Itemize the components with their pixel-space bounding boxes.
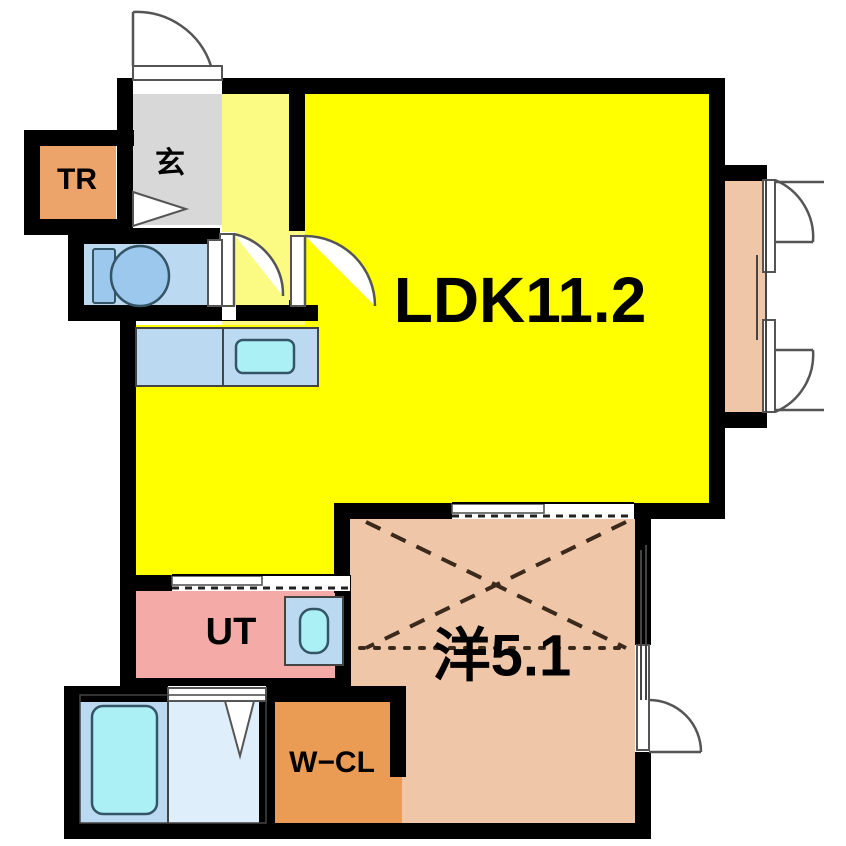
kitchen-counter [135,327,319,387]
fixtures [79,244,344,824]
toilet-fixture [92,244,171,308]
wall-genkan-left [117,78,133,230]
wall-bedroom-right-lower [635,752,651,838]
entrance-door-swing [131,10,223,81]
opening-entrance [133,78,222,94]
wall-ldk-bottom-right [635,503,725,519]
wall-tr-top [24,130,134,146]
wall-toilet-left [68,228,84,321]
ldk-bedroom-sliding-door [451,502,634,519]
room-label-ldk: LDK11.2 [394,264,647,336]
room-label-utility: UT [206,611,257,653]
wall-corridor-ldk [289,78,305,231]
wall-ldk-left [120,305,136,585]
wall-toilet-bottom [68,305,318,321]
toilet-door-swing [207,239,223,307]
genkan-step [132,190,190,228]
wall-balcony-top [709,165,767,181]
room-fill-trunk [38,145,116,220]
bedroom-window [640,545,647,700]
balcony-window-lines [756,180,767,412]
ldk-ut-sliding-door [171,574,350,591]
wall-closet-top [267,686,406,702]
wall-top-main [120,78,725,94]
wall-bottom-right [267,823,651,839]
wall-closet-right [390,702,406,777]
genkan-inner-door-swing [219,232,285,307]
balcony-door-lower-swing [762,319,824,414]
room-label-bedroom: 洋5.1 [433,623,572,688]
room-label-trunk: TR [57,163,97,196]
balcony-door-upper-swing [762,178,824,273]
wall-bedroom-left-lower [259,686,275,824]
room-label-closet: W−CL [289,746,375,779]
wall-tr-bottom [24,219,132,235]
room-label-genkan: 玄 [155,146,185,180]
wall-bath-left [64,686,80,839]
wall-bottom-left [64,823,274,839]
wall-right-balcony-inner [709,180,725,412]
kitchen-sink [234,338,296,375]
wall-right-upper [709,78,725,180]
wall-right-lower [709,412,725,517]
wall-ut-left [120,575,136,695]
door-symbols [131,10,824,760]
washbasin [284,596,344,666]
corridor-ldk-door-swing [290,234,377,307]
bedroom-guides [358,520,632,650]
bathtub [79,694,267,824]
room-fill-balcony [725,180,767,412]
wall-bedroom-right [635,503,651,645]
toilet-bowl [109,244,171,308]
walls [24,78,767,839]
room-fill-closet [267,702,402,823]
wall-tr-left [24,130,40,235]
wall-bedroom-left-upper [334,503,350,593]
